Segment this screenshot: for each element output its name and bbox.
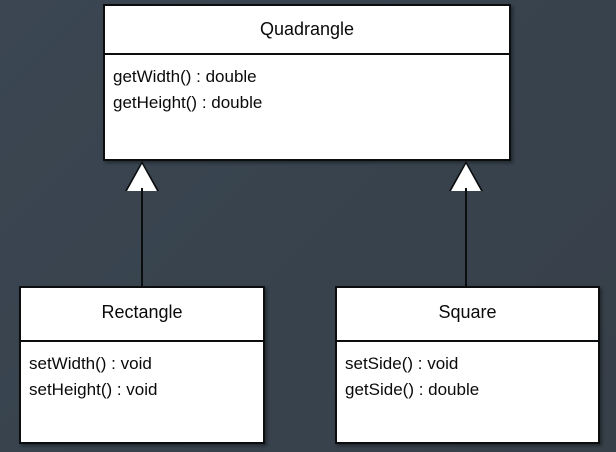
class-name-rectangle: Rectangle xyxy=(101,302,183,322)
class-section-divider xyxy=(21,340,263,342)
inheritance-arrow-fill-icon xyxy=(127,164,157,191)
class-box-rectangle[interactable]: Rectangle setWidth() : void setHeight() … xyxy=(19,286,265,444)
class-name-quadrangle: Quadrangle xyxy=(259,19,355,39)
class-member: setWidth() : void xyxy=(29,354,152,373)
class-member: getHeight() : double xyxy=(113,93,263,112)
class-member: getWidth() : double xyxy=(113,67,257,86)
connector-line xyxy=(465,188,467,286)
class-member: getSide() : double xyxy=(345,380,480,399)
class-box-quadrangle[interactable]: Quadrangle getWidth() : double getHeight… xyxy=(103,4,511,161)
class-box-square[interactable]: Square setSide() : void getSide() : doub… xyxy=(335,286,600,444)
class-members-quadrangle: getWidth() : double getHeight() : double xyxy=(105,55,509,116)
connector-line xyxy=(141,188,143,286)
class-section-divider xyxy=(337,340,598,342)
class-member: setHeight() : void xyxy=(29,380,158,399)
inheritance-arrow-fill-icon xyxy=(451,164,481,191)
class-members-rectangle: setWidth() : void setHeight() : void xyxy=(21,342,263,403)
class-name-square: Square xyxy=(438,302,497,322)
class-section-divider xyxy=(105,53,509,55)
class-member: setSide() : void xyxy=(345,354,459,373)
class-members-square: setSide() : void getSide() : double xyxy=(337,342,598,403)
